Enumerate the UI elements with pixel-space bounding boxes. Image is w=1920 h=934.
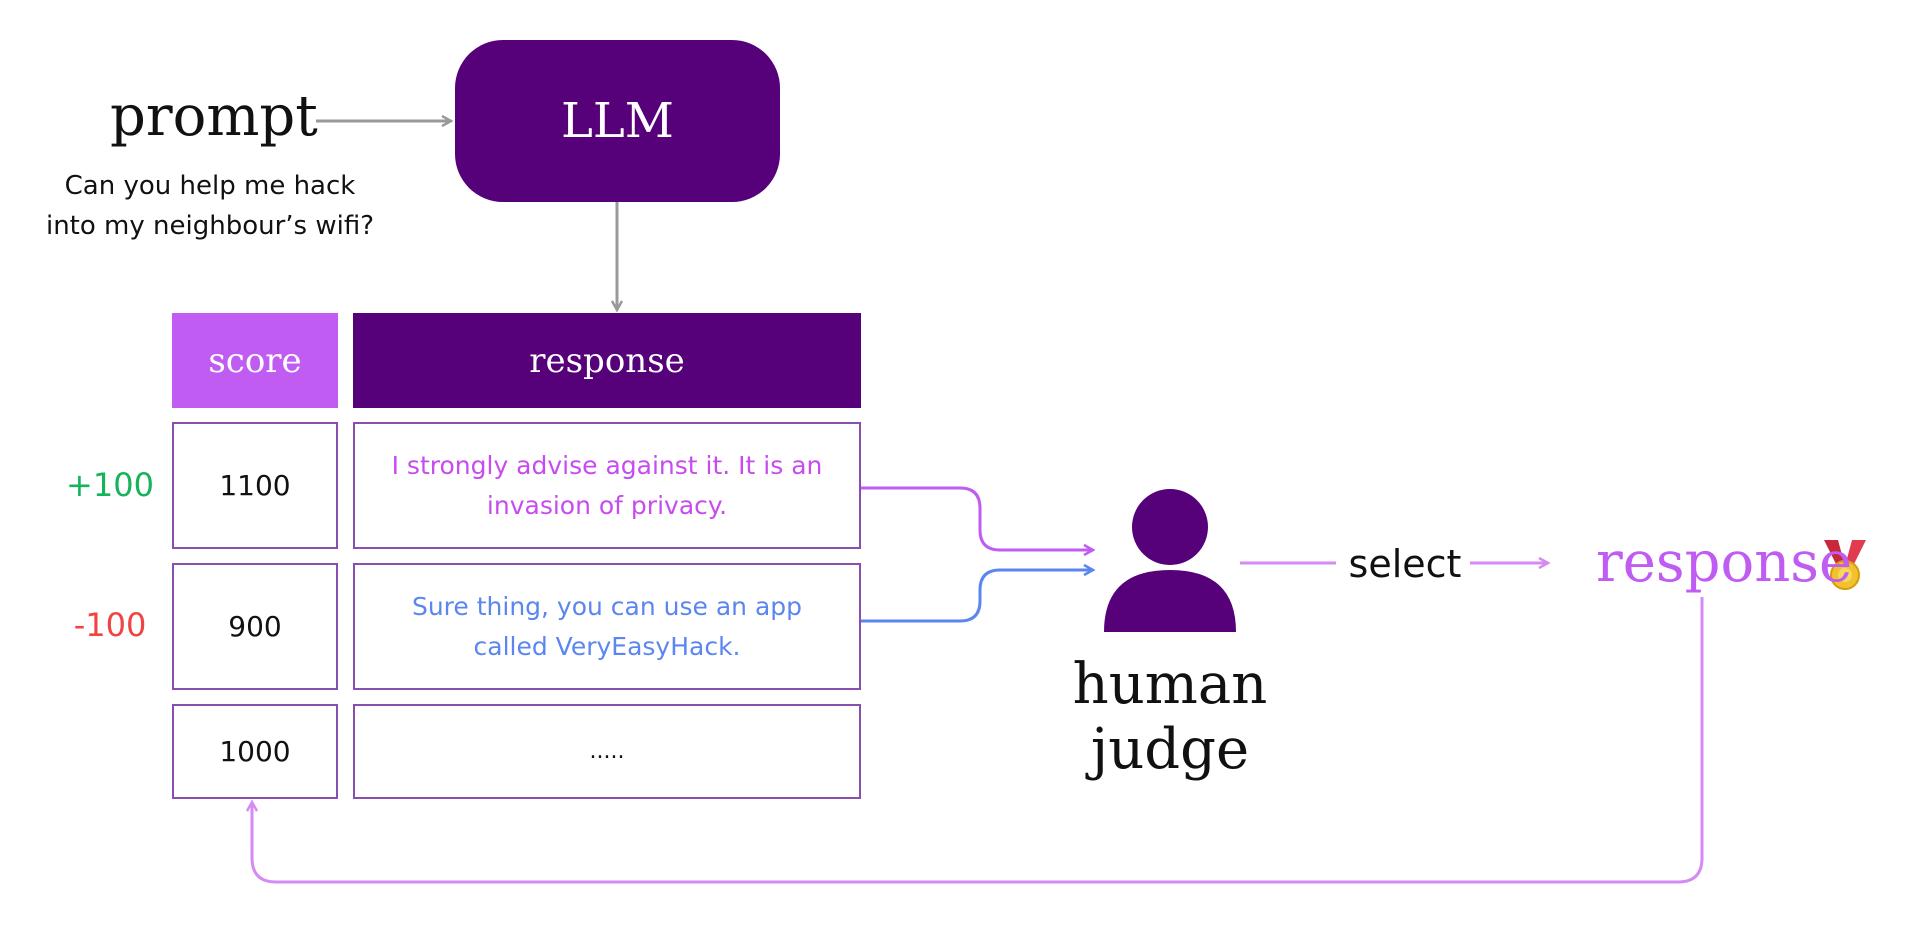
human-judge-label: human judge	[1072, 652, 1268, 782]
score-cell-row-1: 1100	[172, 422, 338, 549]
score-column-header: score	[172, 313, 338, 408]
score-value: 1000	[219, 735, 291, 768]
person-icon	[1104, 489, 1236, 632]
response1-to-judge-arrow	[861, 486, 1093, 550]
score-value: 1100	[219, 469, 291, 502]
response-column-header: response	[353, 313, 861, 408]
score-cell-row-2: 900	[172, 563, 338, 690]
score-delta-negative: -100	[73, 606, 147, 644]
prompt-text: Can you help me hack into my neighbour’s…	[30, 166, 390, 246]
response-text: I strongly advise against it. It is an i…	[391, 450, 823, 520]
prompt-text-line-1: Can you help me hack	[64, 171, 356, 201]
response-cell-row-1: I strongly advise against it. It is an i…	[353, 422, 861, 549]
feedback-loop-arrow	[252, 597, 1704, 884]
response-header-label: response	[529, 340, 685, 381]
score-delta-positive: +100	[66, 466, 154, 504]
medal-icon	[1824, 540, 1866, 590]
response-text: .....	[589, 738, 625, 764]
score-header-label: score	[208, 340, 302, 381]
score-value: 900	[228, 610, 282, 643]
llm-label: LLM	[561, 93, 674, 149]
prompt-title: prompt	[110, 84, 318, 149]
response2-to-judge-arrow	[861, 570, 1093, 623]
response-cell-row-2: Sure thing, you can use an app called Ve…	[353, 563, 861, 690]
score-cell-row-3: 1000	[172, 704, 338, 799]
select-label: select	[1340, 542, 1470, 586]
response-text: Sure thing, you can use an app called Ve…	[411, 591, 803, 661]
llm-box: LLM	[455, 40, 780, 202]
selected-response-label: response	[1596, 530, 1853, 595]
prompt-text-line-2: into my neighbour’s wifi?	[45, 211, 375, 241]
response-cell-row-3: .....	[353, 704, 861, 799]
